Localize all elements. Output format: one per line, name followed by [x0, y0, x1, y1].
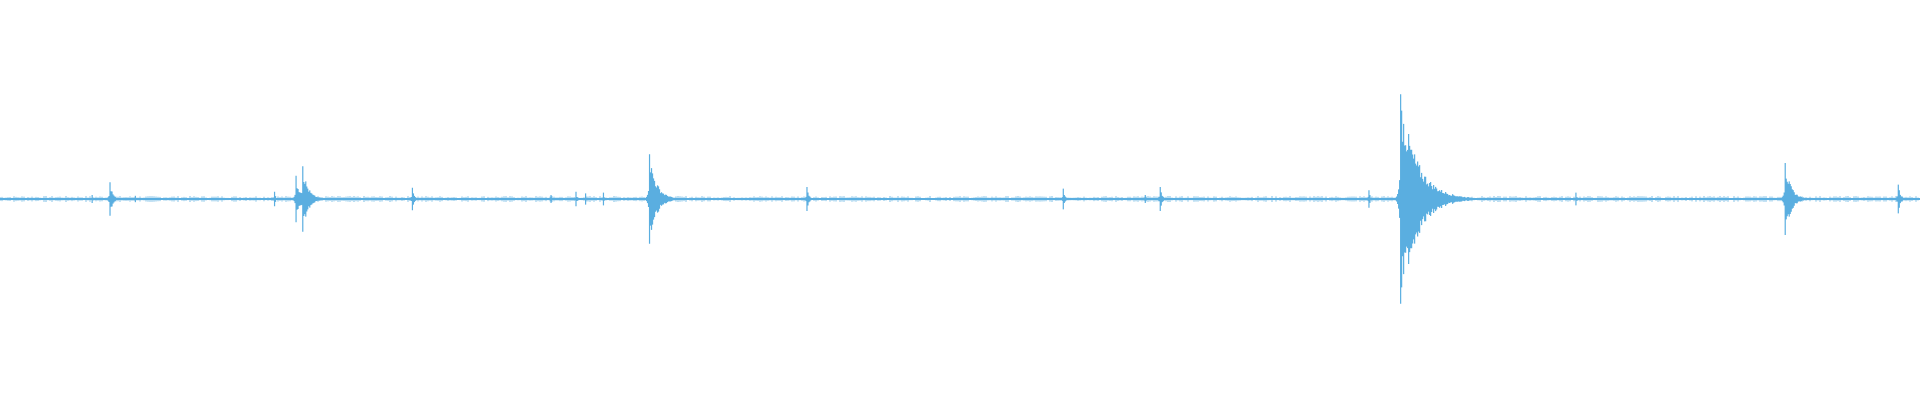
waveform-peak	[1061, 188, 1067, 210]
waveform-peak	[1781, 163, 1805, 235]
waveform-peak	[644, 154, 677, 244]
waveform-peak	[1895, 184, 1904, 214]
waveform-peak	[584, 193, 588, 205]
waveform-peak	[804, 187, 812, 211]
waveform-peak	[299, 166, 322, 232]
waveform-peak	[1367, 190, 1372, 208]
waveform-peak	[1396, 94, 1473, 304]
waveform-peak	[550, 195, 553, 203]
waveform-peak	[107, 182, 117, 216]
waveform-peak	[272, 191, 277, 207]
waveform-peak	[1157, 187, 1165, 211]
waveform-peak	[91, 195, 94, 203]
waveform-peak	[574, 191, 578, 207]
waveform-peak	[409, 187, 418, 211]
waveform-peak	[1574, 192, 1578, 206]
waveform-peak	[1144, 195, 1147, 203]
waveform-peak	[601, 192, 606, 206]
